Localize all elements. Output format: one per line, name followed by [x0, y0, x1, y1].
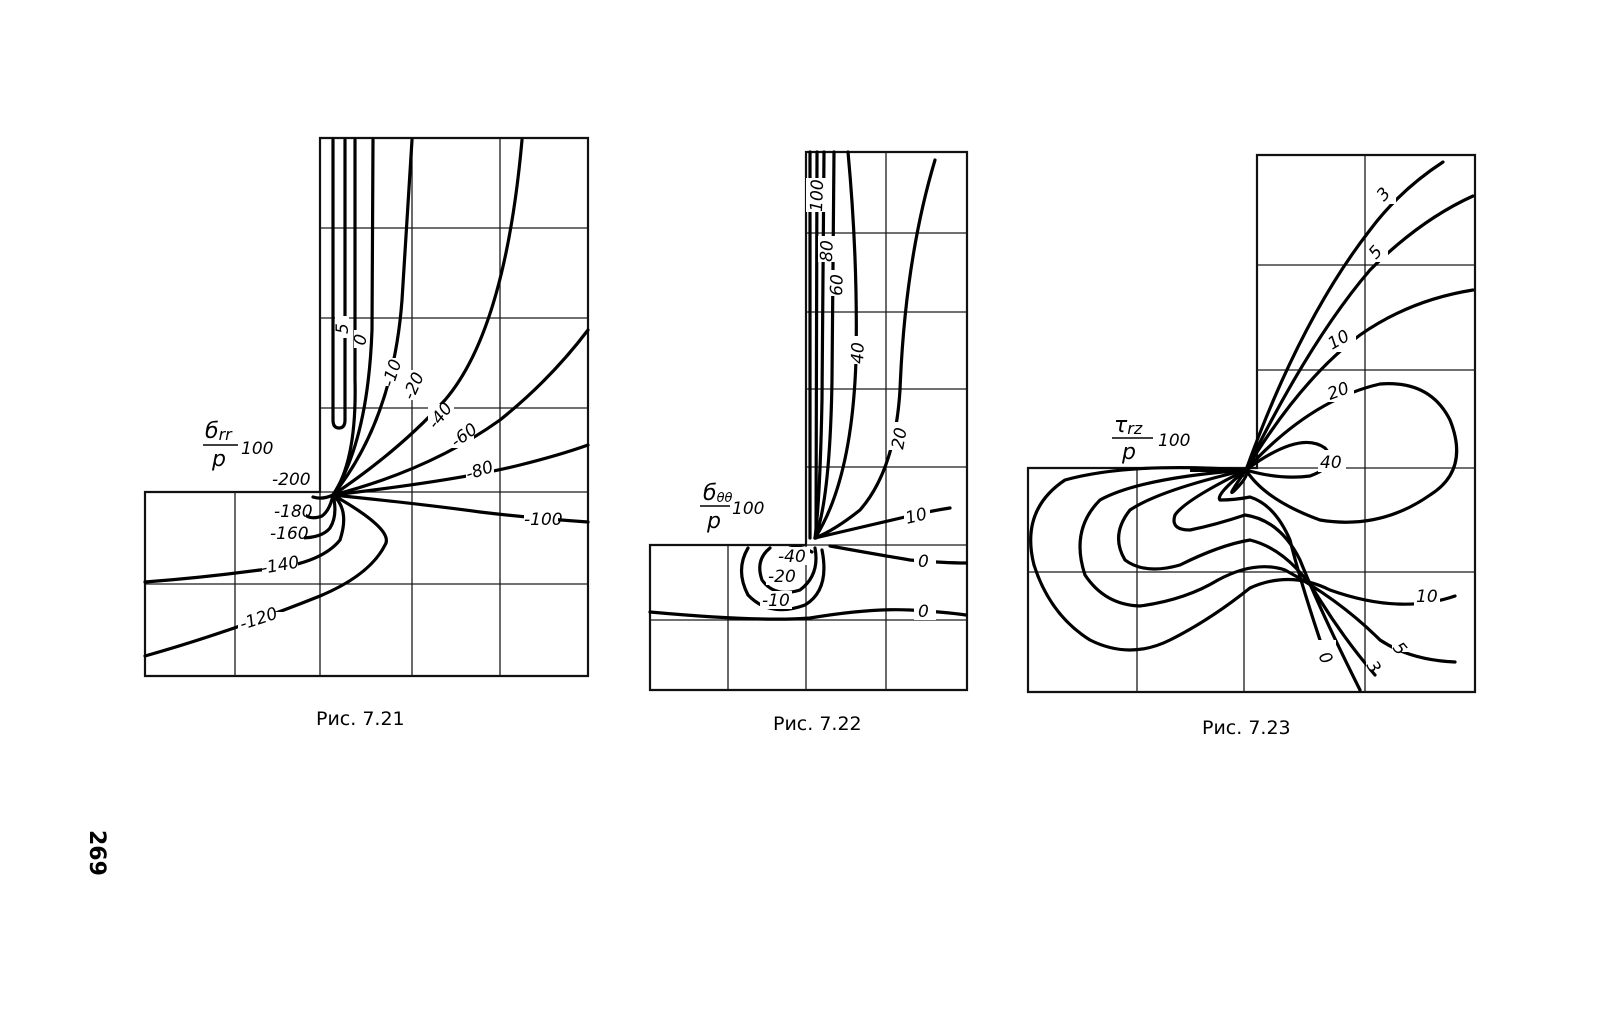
level-label: 0 — [918, 602, 929, 622]
figure-caption: Рис. 7.21 — [316, 708, 405, 730]
level-label: 10 — [1416, 587, 1438, 607]
level-label: 40 — [848, 342, 869, 364]
svg-text:p: p — [1121, 440, 1136, 465]
isolines — [1029, 160, 1475, 692]
quantity-label: бθθ p 100 — [700, 481, 764, 534]
level-label: -20 — [768, 567, 796, 587]
level-label: 0 — [350, 333, 372, 347]
svg-text:100: 100 — [241, 439, 273, 459]
svg-text:100: 100 — [1158, 431, 1190, 451]
level-label: 5 — [333, 323, 353, 334]
level-label: -180 — [274, 502, 313, 522]
figure-caption: Рис. 7.23 — [1202, 717, 1291, 739]
svg-text:τrz: τrz — [1114, 413, 1143, 438]
level-label: 40 — [1320, 453, 1342, 473]
quantity-label: τrz p 100 — [1112, 413, 1190, 465]
level-label: 20 — [888, 426, 911, 451]
figure-caption: Рис. 7.22 — [773, 713, 862, 735]
level-label: 5 — [1388, 638, 1410, 659]
level-label: -10 — [762, 591, 790, 611]
isoline-labels: 100 80 60 40 20 10 0 0 -40 -20 -10 — [760, 178, 936, 622]
level-label: 0 — [918, 552, 929, 572]
level-label: -200 — [272, 470, 311, 490]
svg-text:бrr: бrr — [205, 419, 233, 444]
svg-text:p: p — [706, 509, 721, 534]
svg-text:100: 100 — [732, 499, 764, 519]
isoline-labels: 5 0 -10 -20 -40 -60 -80 -100 -120 -140 -… — [237, 316, 563, 635]
isolines — [143, 138, 590, 658]
level-label: -40 — [778, 547, 806, 567]
figure-7-23: 3 5 10 20 40 10 5 3 0 τrz p 100 Рис. 7.2… — [1026, 153, 1477, 739]
figure-7-22: 100 80 60 40 20 10 0 0 -40 -20 -10 бθθ p — [648, 150, 969, 735]
grid — [143, 136, 590, 678]
level-label: 80 — [817, 240, 838, 262]
svg-text:бθθ: бθθ — [703, 481, 733, 506]
level-label: -160 — [270, 524, 309, 544]
svg-text:p: p — [211, 447, 226, 472]
level-label: -100 — [524, 510, 563, 530]
level-label: 60 — [827, 274, 848, 296]
page-number: 269 — [84, 830, 109, 876]
figure-7-21: 5 0 -10 -20 -40 -60 -80 -100 -120 -140 -… — [143, 136, 590, 730]
level-label: 100 — [807, 179, 828, 212]
quantity-label: бrr p 100 — [203, 419, 273, 472]
grid — [1026, 153, 1477, 694]
